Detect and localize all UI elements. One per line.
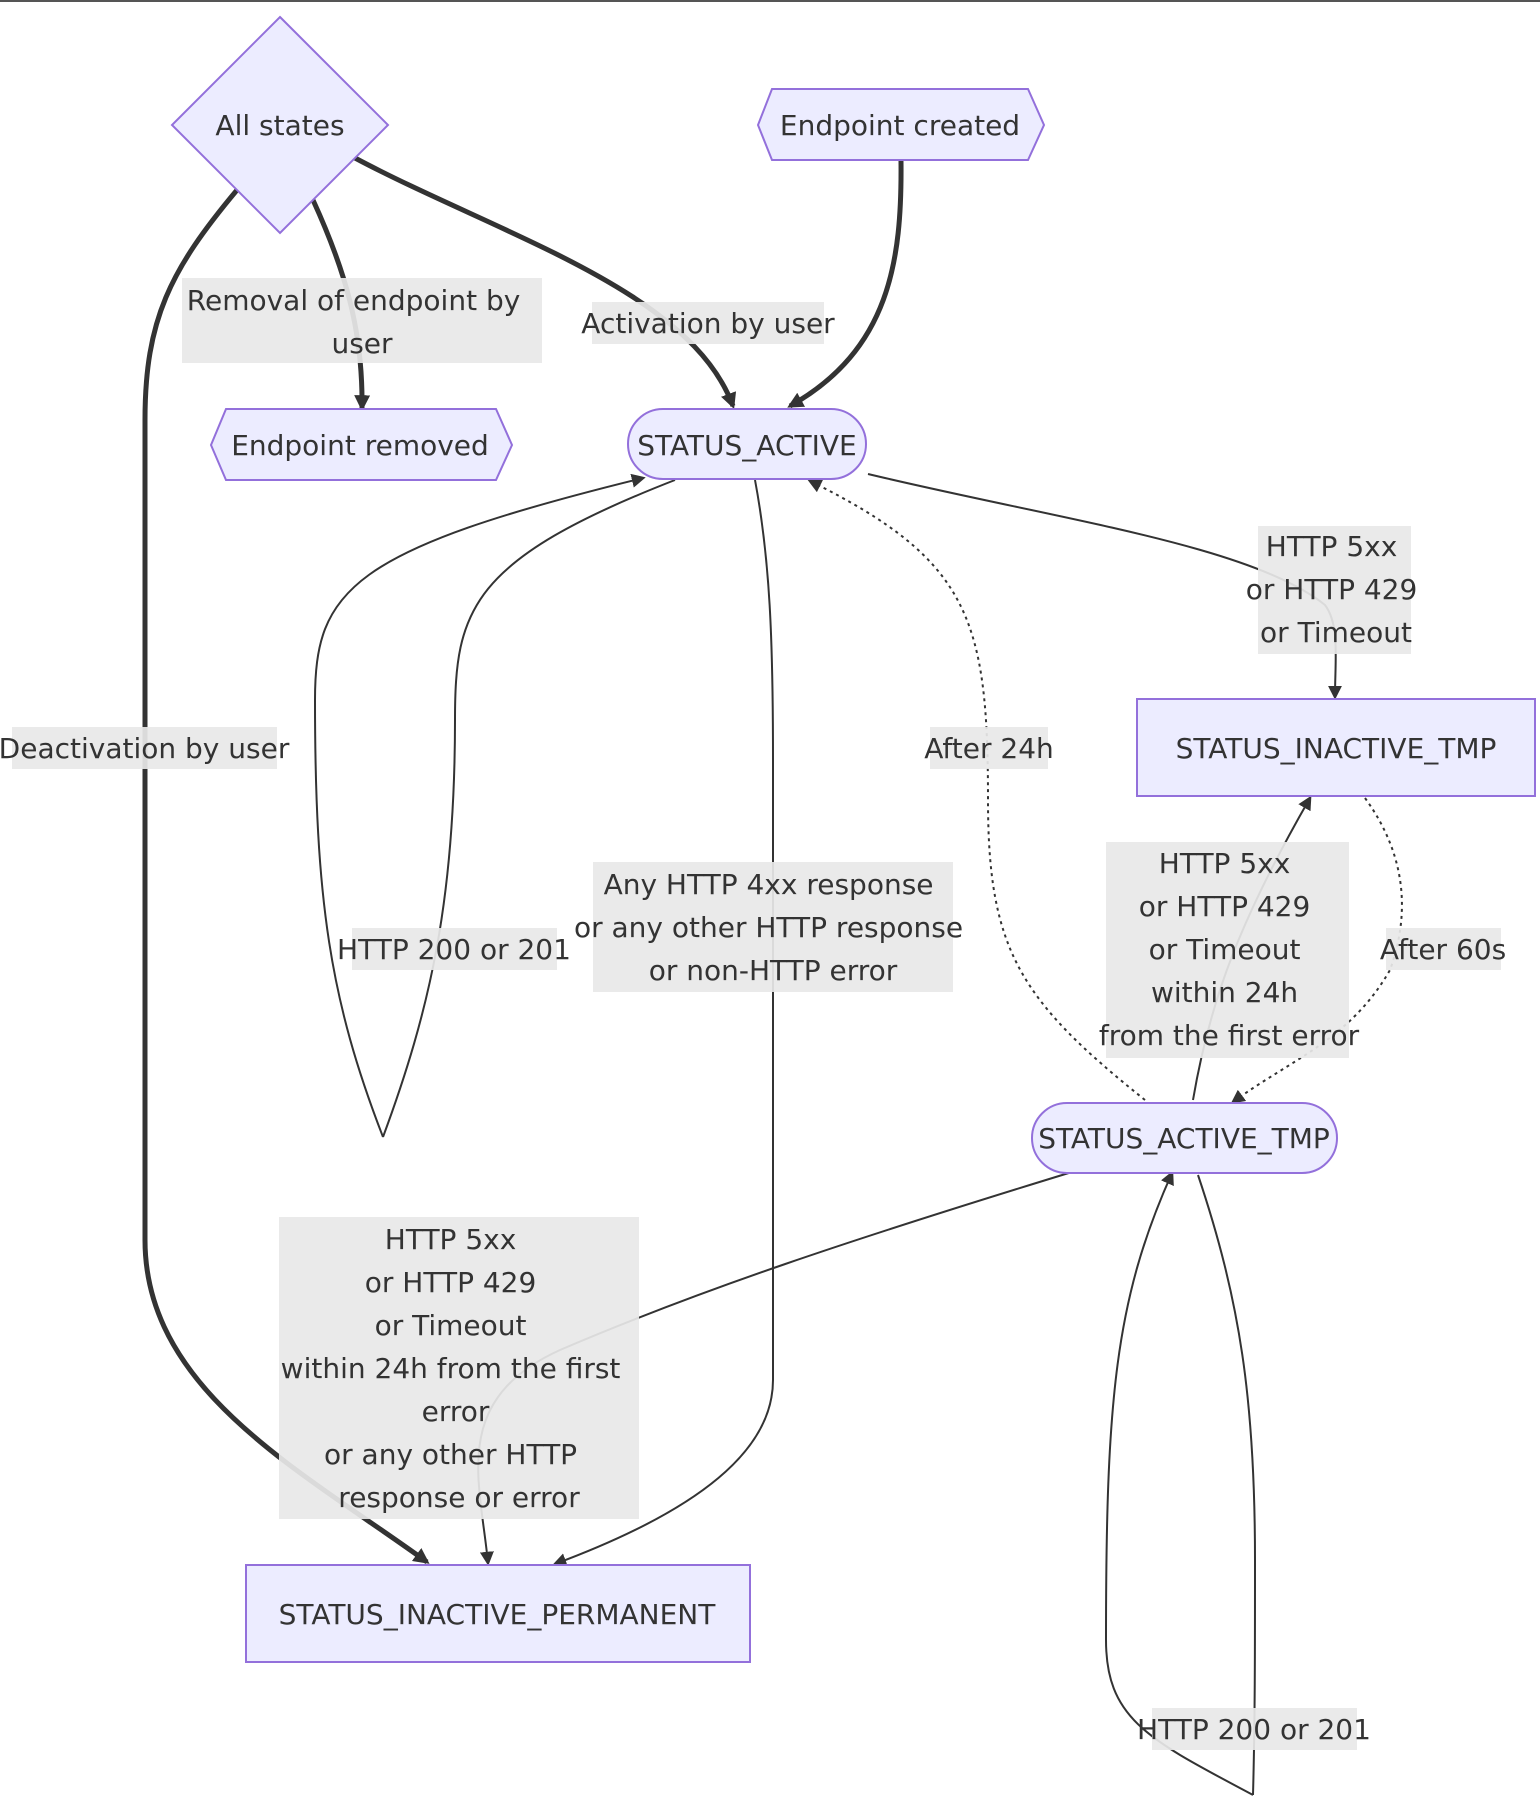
label-active-tmp-to-active: After 24h [924, 727, 1054, 769]
rect-shape [1136, 698, 1536, 797]
node-endpoint-removed-label: Endpoint removed [231, 429, 489, 462]
label-active-tmp-to-permanent-line-2: or HTTP 429 [365, 1266, 537, 1299]
edge-active-to-permanent [552, 479, 774, 1567]
label-active-tmp-to-permanent-line-4: within 24h from the first [281, 1352, 621, 1385]
label-active-to-inactive-tmp: HTTP 5xx or HTTP 429 or Timeout [1246, 526, 1426, 654]
label-active-to-inactive-tmp-line-2: or HTTP 429 [1246, 573, 1418, 606]
label-active-tmp-to-inactive-tmp-line-3: or Timeout [1149, 933, 1301, 966]
svg-text:HTTP 5xx or HTTP 429: HTTP 5xx or HTTP 429 or Timeout within 2… [281, 1223, 630, 1514]
label-active-to-inactive-tmp-line-1: HTTP 5xx [1266, 530, 1398, 563]
node-status-active-tmp[interactable]: STATUS_ACTIVE_TMP [1031, 1102, 1338, 1174]
label-inactive-tmp-to-active-tmp-line-1: After 60s [1380, 933, 1506, 966]
label-activation-line-1: Activation by user [581, 307, 835, 340]
svg-text:HTTP 200 or 201: HTTP 200 or 201 [337, 933, 571, 966]
nodes: All states Endpoint created Endpoint rem… [170, 15, 1536, 1663]
svg-text:Removal of endpoint by: Removal of endpoint by user [187, 284, 529, 360]
svg-text:Activation by user: Activation by user [581, 307, 835, 340]
label-active-self-loop-line-1: HTTP 200 or 201 [337, 933, 571, 966]
edge-activation [353, 155, 737, 409]
node-status-active-tmp-label: STATUS_ACTIVE_TMP [1038, 1122, 1330, 1155]
label-active-tmp-self-loop: HTTP 200 or 201 [1137, 1708, 1371, 1750]
edge-active-tmp-to-active [807, 479, 1146, 1101]
label-active-tmp-to-permanent-line-3: or Timeout [375, 1309, 527, 1342]
label-active-tmp-to-permanent-line-1: HTTP 5xx [385, 1223, 517, 1256]
label-inactive-tmp-to-active-tmp: After 60s [1380, 928, 1506, 970]
svg-text:Deactivation by user: Deactivation by user [0, 732, 290, 765]
node-status-inactive-permanent-label: STATUS_INACTIVE_PERMANENT [279, 1598, 717, 1631]
label-active-self-loop: HTTP 200 or 201 [337, 928, 571, 970]
label-removal-line-2: user [331, 327, 393, 360]
top-border [0, 0, 1540, 2]
label-active-tmp-self-loop-line-1: HTTP 200 or 201 [1137, 1713, 1371, 1746]
label-removal: Removal of endpoint by user [182, 278, 542, 363]
edge-active-self-loop-in [313, 473, 646, 1138]
node-all-states-label: All states [215, 109, 344, 142]
label-deactivation: Deactivation by user [0, 727, 290, 769]
svg-text:HTTP 200 or 201: HTTP 200 or 201 [1137, 1713, 1371, 1746]
stadium-shape [627, 408, 867, 480]
label-active-to-permanent: Any HTTP 4xx response or any other HTTP … [574, 862, 972, 992]
label-active-tmp-to-inactive-tmp: HTTP 5xx or HTTP 429 or Timeout within 2… [1099, 842, 1360, 1058]
node-endpoint-created[interactable]: Endpoint created [756, 88, 1046, 161]
node-status-inactive-permanent[interactable]: STATUS_INACTIVE_PERMANENT [245, 1564, 751, 1663]
label-active-tmp-to-permanent-line-7: response or error [338, 1481, 580, 1514]
label-active-tmp-to-inactive-tmp-line-5: from the first error [1099, 1019, 1360, 1052]
label-active-tmp-to-inactive-tmp-line-4: within 24h [1151, 976, 1298, 1009]
label-active-tmp-to-inactive-tmp-line-1: HTTP 5xx [1159, 847, 1291, 880]
svg-text:After 24h: After 24h [924, 732, 1054, 765]
node-status-inactive-tmp-label: STATUS_INACTIVE_TMP [1176, 732, 1497, 765]
label-active-to-permanent-line-3: or non-HTTP error [649, 954, 898, 987]
label-active-tmp-to-active-line-1: After 24h [924, 732, 1054, 765]
edge-active-self-loop-out [382, 479, 676, 1138]
edge-active-tmp-self-loop-out [1197, 1174, 1257, 1796]
node-status-inactive-tmp[interactable]: STATUS_INACTIVE_TMP [1136, 698, 1536, 797]
hexagon-shape [756, 88, 1046, 161]
rect-shape [245, 1564, 751, 1663]
node-all-states[interactable]: All states [170, 15, 390, 235]
label-activation: Activation by user [581, 302, 835, 344]
label-active-to-permanent-line-1: Any HTTP 4xx response [604, 868, 934, 901]
svg-text:After 60s: After 60s [1380, 933, 1506, 966]
hexagon-shape [209, 408, 514, 481]
edge-active-tmp-self-loop-in [1104, 1170, 1254, 1796]
label-active-tmp-to-permanent-line-6: or any other HTTP [324, 1438, 577, 1471]
label-deactivation-line-1: Deactivation by user [0, 732, 290, 765]
label-active-tmp-to-permanent-line-5: error [422, 1395, 490, 1428]
label-active-tmp-to-permanent: HTTP 5xx or HTTP 429 or Timeout within 2… [279, 1217, 639, 1519]
node-endpoint-removed[interactable]: Endpoint removed [209, 408, 514, 481]
svg-text:HTTP 5xx or HTTP 429: HTTP 5xx or HTTP 429 or Timeout within 2… [1099, 847, 1360, 1052]
label-active-to-inactive-tmp-line-3: or Timeout [1260, 616, 1412, 649]
svg-text:Any HTTP 4xx response: Any HTTP 4xx response or any other HTTP … [574, 868, 972, 987]
edge-endpoint-created [787, 160, 904, 409]
stadium-shape [1031, 1102, 1338, 1174]
node-endpoint-created-label: Endpoint created [780, 109, 1020, 142]
svg-text:HTTP 5xx or HTTP 429: HTTP 5xx or HTTP 429 or Timeout [1246, 530, 1426, 649]
edge-labels: Removal of endpoint by user Activation b… [0, 278, 1506, 1750]
node-status-active[interactable]: STATUS_ACTIVE [627, 408, 867, 480]
label-active-tmp-to-inactive-tmp-line-2: or HTTP 429 [1139, 890, 1311, 923]
label-active-to-permanent-line-2: or any other HTTP response [574, 911, 963, 944]
label-removal-line-1: Removal of endpoint by [187, 284, 521, 317]
node-status-active-label: STATUS_ACTIVE [637, 429, 856, 462]
diamond-shape [170, 15, 390, 235]
